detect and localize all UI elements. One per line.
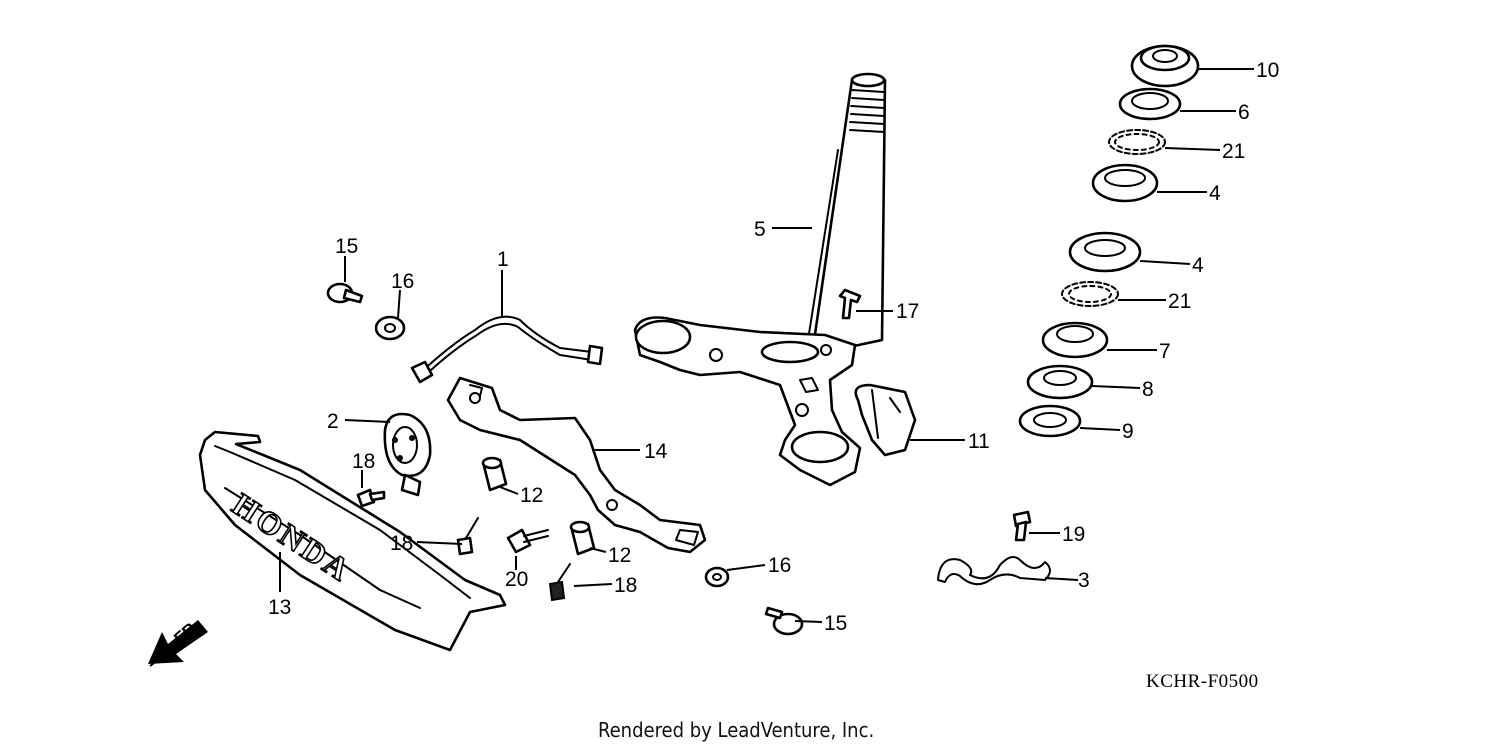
callout-18-center: 18 <box>390 532 413 555</box>
callout-3: 3 <box>1078 569 1090 592</box>
callout-4-lower: 4 <box>1192 254 1204 277</box>
callout-21-upper: 21 <box>1222 140 1245 163</box>
bolt-18-left-part <box>356 488 386 508</box>
callout-8: 8 <box>1142 378 1154 401</box>
race-7-part <box>1041 321 1109 359</box>
callout-15-lower: 15 <box>824 612 847 635</box>
credit-line: Rendered by LeadVenture, Inc. <box>598 718 874 742</box>
bolt-19-part <box>1012 510 1032 542</box>
ball-bearing-21-lower-part <box>1061 281 1119 307</box>
callout-2: 2 <box>327 410 339 433</box>
bolt-15-lower-part <box>764 606 804 636</box>
callout-9: 9 <box>1122 420 1134 443</box>
bolt-18-center-part <box>456 517 479 556</box>
callout-1: 1 <box>497 248 509 271</box>
callout-12-lower: 12 <box>608 544 631 567</box>
callout-5: 5 <box>754 218 766 241</box>
steering-stem-part <box>807 72 887 357</box>
callout-16-upper: 16 <box>391 270 414 293</box>
callout-11: 11 <box>968 430 990 453</box>
horn-part <box>383 412 432 497</box>
callout-12-upper: 12 <box>520 484 543 507</box>
callout-18-lower: 18 <box>614 574 637 597</box>
callout-4-upper: 4 <box>1209 182 1221 205</box>
callout-labels: 1 15 16 2 18 18 20 18 12 12 14 13 16 15 … <box>268 59 1279 635</box>
bolt-18-lower-part <box>548 563 571 602</box>
cable-guide-part <box>937 555 1051 586</box>
washer-16-lower-part <box>704 566 730 588</box>
cone-race-4-upper-part <box>1091 163 1159 203</box>
ball-bearing-21-upper-part <box>1108 129 1166 155</box>
bolt-17-part <box>838 288 862 320</box>
bearing-stack <box>1018 44 1200 438</box>
wire-harness-part <box>410 315 604 384</box>
race-6-part <box>1118 87 1182 121</box>
collar-12-upper-part <box>481 456 508 492</box>
washer-9-part <box>1018 404 1082 438</box>
callout-7: 7 <box>1159 340 1171 363</box>
callout-17: 17 <box>896 300 919 323</box>
callout-16-lower: 16 <box>768 554 791 577</box>
callout-21-lower: 21 <box>1168 290 1191 313</box>
diagram-code: KCHR-F0500 <box>1146 671 1259 692</box>
callout-13: 13 <box>268 596 291 619</box>
cable-clamp-part <box>854 383 917 457</box>
callout-10: 10 <box>1256 59 1279 82</box>
bolt-15-upper-part <box>326 282 364 304</box>
washer-16-upper-part <box>374 315 406 341</box>
callout-15-upper: 15 <box>335 235 358 258</box>
bolt-20-part <box>506 528 549 554</box>
leader-lines <box>279 68 1254 623</box>
callout-14: 14 <box>644 440 668 463</box>
cone-race-4-lower-part <box>1068 231 1142 273</box>
collar-12-lower-part <box>569 520 596 556</box>
lock-nut-10-part <box>1130 44 1200 88</box>
callout-20: 20 <box>505 568 528 591</box>
callout-18-left: 18 <box>352 450 375 473</box>
bottom-bridge-part <box>633 316 862 487</box>
callout-6: 6 <box>1238 101 1250 124</box>
seal-8-part <box>1026 364 1094 400</box>
emblem-bracket-part <box>446 376 707 554</box>
callout-19: 19 <box>1062 523 1085 546</box>
front-direction-marker: FR. <box>148 616 208 667</box>
